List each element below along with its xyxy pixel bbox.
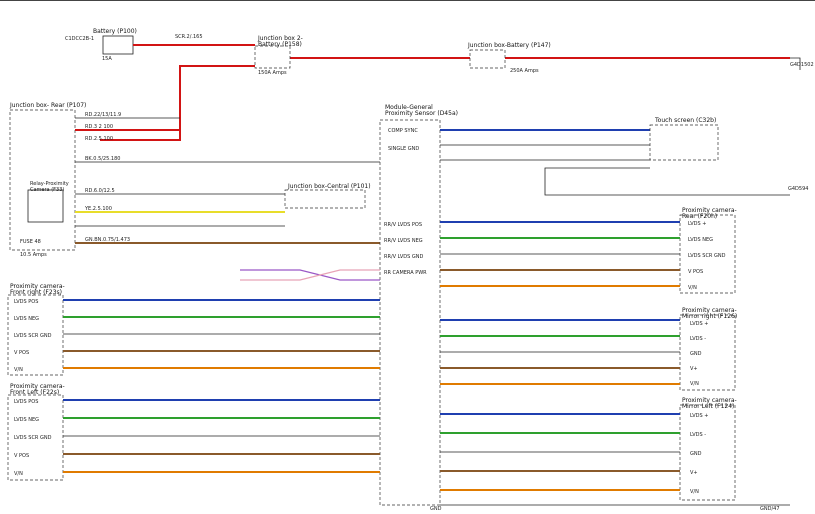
jb-central-component: Junction box-Central (P101) xyxy=(284,183,371,209)
jb2-component: Junction box 2-Battery (P158) 150A Amps xyxy=(254,35,303,76)
rear-wire-6-label: YE.2.5.100 xyxy=(84,206,112,212)
cam-rf-pin-2: LVDS NEG xyxy=(14,316,39,322)
rear-wire-7-label: GN.BN.0.75/1.473 xyxy=(85,237,130,243)
fuse48-component: FUSE 48 10.5 Amps xyxy=(20,239,47,258)
battery-title: Battery (P100) xyxy=(93,28,137,35)
cam-lf-pin-3: LVDS SCR GND xyxy=(14,435,52,441)
cam-rear-pin-5: V/N xyxy=(688,285,697,291)
rear-wire-5-label: RD.6.0/12.5 xyxy=(85,188,115,194)
jb-central-title: Junction box-Central (P101) xyxy=(287,183,371,190)
jbbattery-component: Junction box-Battery (P147) 250A Amps xyxy=(467,42,551,74)
cam-mr-pin-1: LVDS + xyxy=(690,321,708,327)
jb2-rating: 150A Amps xyxy=(258,70,287,76)
cam-rear-pin-2: LVDS NEG xyxy=(688,237,713,243)
touch-screen-title: Touch screen (C32b) xyxy=(654,117,716,124)
cam-rf-pin-3: LVDS SCR GND xyxy=(14,333,52,339)
rear-wire-2-label: RD.3 2 100 xyxy=(85,124,113,130)
cam-lf-pin-1: LVDS POS xyxy=(14,399,38,405)
cam-rear-pin-4: V POS xyxy=(688,269,703,275)
cam-ml-pin-5: V/N xyxy=(690,489,699,495)
jb-rear-title: Junction box- Rear (P107) xyxy=(9,102,86,109)
touch-screen-component: Touch screen (C32b) xyxy=(649,117,719,161)
cam-rear-pin-3: LVDS SCR GND xyxy=(688,253,726,259)
module-pin-4: RR CAMERA PWR xyxy=(384,270,427,276)
comp-sync-label: COMP SYNC xyxy=(388,128,418,134)
cam-mirror-right-title: Proximity camera-Mirror right (F126) xyxy=(682,307,737,320)
module-pin-1: RR/V LVDS POS xyxy=(384,222,422,228)
cam-rf-pin-1: LVDS POS xyxy=(14,299,38,305)
rear-wire-3-label: RD.2.5.100 xyxy=(85,136,113,142)
gnd-right-label: GND/47 xyxy=(760,506,780,512)
cam-mirror-right-component: Proximity camera-Mirror right (F126) LVD… xyxy=(679,307,737,391)
fuse48-title: FUSE 48 xyxy=(20,239,41,245)
cam-lf-pin-2: LVDS NEG xyxy=(14,417,39,423)
battery-connector-label: C1DCC2B-1 xyxy=(65,36,94,42)
jbbattery-rating: 250A Amps xyxy=(510,68,539,74)
cam-rear-pin-1: LVDS + xyxy=(688,221,706,227)
jb2-to-rear-wire xyxy=(100,65,255,141)
cam-mr-pin-5: V/N xyxy=(690,381,699,387)
cam-ml-pin-2: LVDS - xyxy=(690,432,706,438)
cam-left-front-title: Proximity camera-Front Left (F22s) xyxy=(10,383,65,396)
cam-lf-pin-4: V POS xyxy=(14,453,29,459)
jb2-title: Junction box 2-Battery (P158) xyxy=(257,35,303,48)
cam-mirror-left-component: Proximity camera-Mirror Left (F124) LVDS… xyxy=(679,397,737,501)
jb-rear-component: Junction box- Rear (P107) xyxy=(9,102,86,251)
rear-wire-1-label: RD.22/13/11.9 xyxy=(85,112,121,118)
jbbattery-title: Junction box-Battery (P147) xyxy=(467,42,551,49)
cam-left-front-component: Proximity camera-Front Left (F22s) LVDS … xyxy=(7,383,65,481)
fuse48-rating: 10.5 Amps xyxy=(20,252,47,258)
twisted-wire-b xyxy=(240,269,380,281)
cam-mirror-left-title: Proximity camera-Mirror Left (F124) xyxy=(682,397,737,410)
gnd-mid-label: G4D594 xyxy=(788,186,808,192)
cam-rear-title: Proximity camera-Rear (F20h) xyxy=(682,207,737,220)
gnd-left-label: GND xyxy=(430,506,442,512)
gnd-top-wire xyxy=(790,57,801,70)
module-pin-3: RR/V LVDS GND xyxy=(384,254,424,260)
cam-rf-pin-5: V/N xyxy=(14,367,23,373)
module-pin-2: RR/V LVDS NEG xyxy=(384,238,423,244)
cam-lf-pin-5: V/N xyxy=(14,471,23,477)
cam-right-front-title: Proximity camera-Front right (F23s) xyxy=(10,283,65,296)
cam-ml-pin-4: V+ xyxy=(690,470,698,476)
single-gnd-label: SINGLE GND xyxy=(388,146,419,152)
cam-right-front-component: Proximity camera-Front right (F23s) LVDS… xyxy=(7,283,65,376)
cam-rf-pin-4: V POS xyxy=(14,350,29,356)
cam-ml-pin-1: LVDS + xyxy=(690,413,708,419)
battery-out-label: SCR.2/.165 xyxy=(175,34,203,40)
rear-wire-4-label: BK.0.5/25.180 xyxy=(85,156,120,162)
touch-gnd-wire xyxy=(544,167,790,196)
gnd-top-label: G4D1502 xyxy=(790,62,814,68)
cam-mr-pin-4: V+ xyxy=(690,366,698,372)
battery-fuse-label: 15A xyxy=(102,56,112,62)
cam-ml-pin-3: GND xyxy=(690,451,702,457)
cam-mr-pin-2: LVDS - xyxy=(690,336,706,342)
cam-mr-pin-3: GND xyxy=(690,351,702,357)
